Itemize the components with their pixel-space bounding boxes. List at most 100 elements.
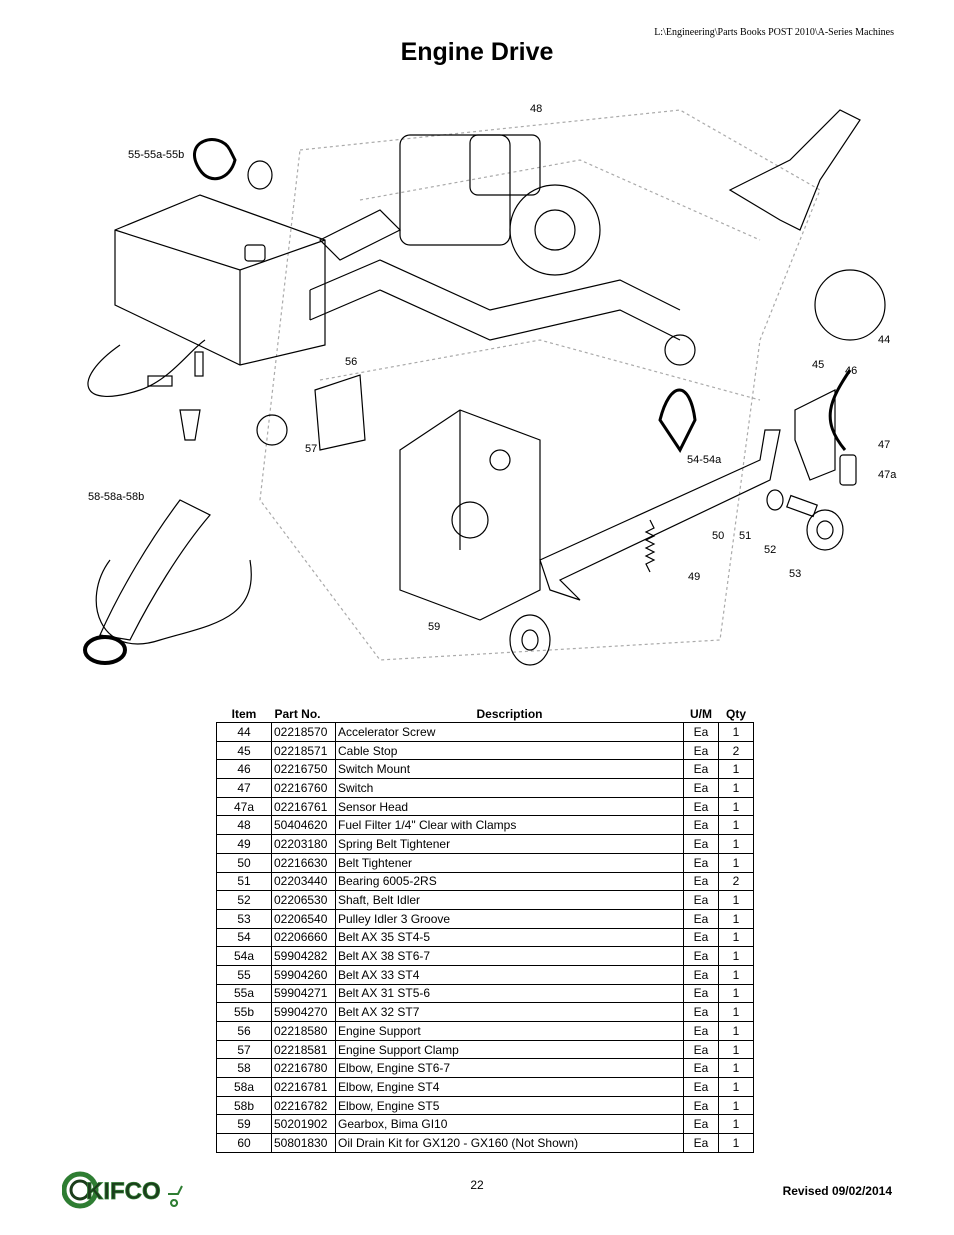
spring-49 [644, 519, 656, 573]
description-cell: Belt Tightener [335, 852, 684, 873]
description-cell: Bearing 6005-2RS [335, 871, 684, 892]
fuel-fitting-2 [147, 375, 173, 387]
um-cell: Ea [683, 1039, 719, 1060]
callout-55: 55-55a-55b [128, 149, 184, 161]
part-no-cell: 59904260 [271, 964, 336, 985]
item-cell: 54 [216, 927, 272, 948]
qty-cell: 1 [718, 1095, 754, 1116]
switch-mount-46 [794, 389, 836, 481]
qty-cell: 1 [718, 1114, 754, 1135]
um-cell: Ea [683, 815, 719, 836]
description-cell: Belt AX 31 ST5-6 [335, 983, 684, 1004]
item-cell: 58 [216, 1058, 272, 1079]
um-cell: Ea [683, 1021, 719, 1041]
header-qty: Qty [725, 707, 746, 721]
qty-cell: 1 [718, 759, 754, 780]
item-cell: 44 [216, 722, 272, 742]
part-no-cell: 02203440 [271, 871, 336, 892]
um-cell: Ea [683, 796, 719, 817]
qty-cell: 1 [718, 946, 754, 966]
pulley-53 [806, 509, 844, 551]
header-part-no: Part No. [274, 707, 321, 721]
callout-58: 58-58a-58b [88, 491, 144, 503]
description-cell: Belt AX 38 ST6-7 [335, 946, 684, 966]
part-no-cell: 02218581 [271, 1039, 336, 1060]
part-no-cell: 59904270 [271, 1002, 336, 1022]
um-cell: Ea [683, 759, 719, 780]
drain-hose [95, 559, 252, 645]
kifco-logo: KIFCO [62, 1171, 183, 1209]
fuel-filter [179, 409, 201, 441]
gearbox-59 [399, 409, 541, 621]
callout-53: 53 [789, 568, 801, 580]
item-cell: 52 [216, 890, 272, 910]
description-cell: Accelerator Screw [335, 722, 684, 742]
um-cell: Ea [683, 1058, 719, 1079]
machine-frame-outline [259, 109, 821, 661]
description-cell: Engine Support Clamp [335, 1039, 684, 1060]
engine-pulley-inner [521, 629, 539, 651]
callout-49: 49 [688, 571, 700, 583]
part-no-cell: 02216780 [271, 1058, 336, 1079]
um-cell: Ea [683, 946, 719, 966]
engine-pulley [509, 614, 551, 666]
item-cell: 50 [216, 852, 272, 873]
qty-cell: 1 [718, 722, 754, 742]
engine-support-clamp-57 [314, 374, 366, 451]
qty-cell: 1 [718, 1058, 754, 1079]
item-cell: 53 [216, 908, 272, 929]
part-no-cell: 02206530 [271, 890, 336, 910]
qty-cell: 1 [718, 1039, 754, 1060]
oring [83, 635, 127, 665]
um-cell: Ea [683, 983, 719, 1004]
description-cell: Shaft, Belt Idler [335, 890, 684, 910]
qty-cell: 2 [718, 871, 754, 892]
page-number: 22 [470, 1178, 484, 1192]
um-cell: Ea [683, 778, 719, 798]
qty-cell: 1 [718, 796, 754, 817]
item-cell: 46 [216, 759, 272, 780]
part-no-cell: 59904271 [271, 983, 336, 1004]
part-no-cell: 02216761 [271, 796, 336, 817]
description-cell: Gearbox, Bima GI10 [335, 1114, 684, 1135]
description-cell: Elbow, Engine ST4 [335, 1077, 684, 1097]
description-cell: Elbow, Engine ST5 [335, 1095, 684, 1116]
table-header-row: Item Part No. Description U/M Qty [217, 706, 754, 723]
callout-47a: 47a [878, 469, 897, 481]
callout-44: 44 [878, 334, 890, 346]
revised-date: Revised 09/02/2014 [782, 1184, 892, 1198]
fuel-line [87, 339, 206, 398]
um-cell: Ea [683, 908, 719, 929]
part-no-cell: 02203180 [271, 834, 336, 854]
callout-45: 45 [812, 359, 824, 371]
callout-56: 56 [345, 356, 357, 368]
belt-tightener-50 [539, 429, 781, 601]
um-cell: Ea [683, 964, 719, 985]
description-cell: Belt AX 32 ST7 [335, 1002, 684, 1022]
item-cell: 47a [216, 796, 272, 817]
um-cell: Ea [683, 740, 719, 761]
part-no-cell: 50404620 [271, 815, 336, 836]
um-cell: Ea [683, 1077, 719, 1097]
part-no-cell: 50201902 [271, 1114, 336, 1135]
shaft-52 [786, 494, 818, 518]
callout-47: 47 [878, 439, 890, 451]
callout-labels: 48 55-55a-55b 56 57 58-58a-58b 59 44 45 … [88, 103, 897, 633]
um-cell: Ea [683, 1002, 719, 1022]
qty-cell: 1 [718, 1133, 754, 1153]
